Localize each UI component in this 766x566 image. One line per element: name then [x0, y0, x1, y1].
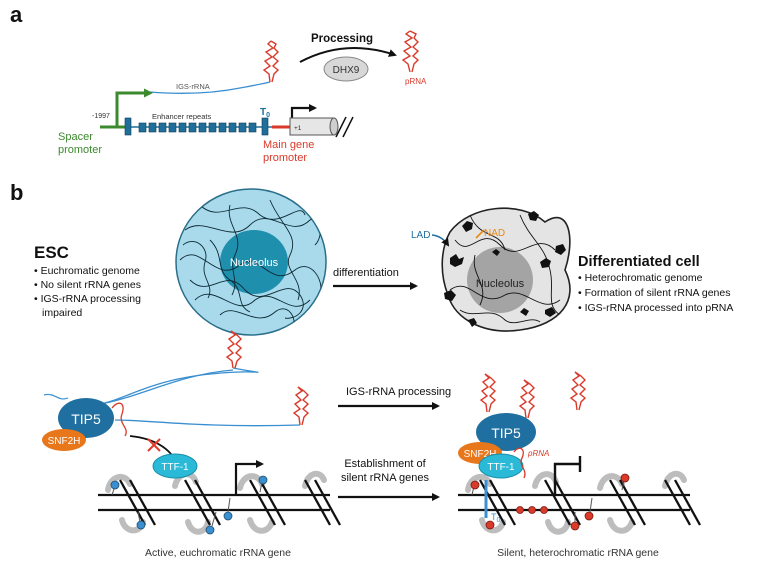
nad-label: NAD	[484, 228, 505, 239]
active-tss-arrow	[234, 460, 264, 495]
dhx9-protein	[323, 56, 369, 82]
silent-chromatin-fiber	[458, 470, 702, 535]
dhx9-label: DHX9	[333, 65, 360, 76]
main-promoter-label-2: promoter	[263, 152, 307, 164]
igs-hairpin-b1	[225, 330, 243, 369]
igs-transcript-1	[94, 367, 259, 406]
prna-on-tip5-right	[513, 447, 526, 479]
tip5-label-left: TIP5	[71, 411, 101, 427]
prna-product-1	[479, 373, 497, 413]
establish-label-2: silent rRNA genes	[341, 472, 430, 484]
panel-a-label: a	[10, 2, 23, 27]
tip5-protein-left	[58, 398, 114, 438]
active-histone-marks	[110, 475, 268, 535]
panel-b-label: b	[10, 180, 23, 205]
nad-arrow	[475, 229, 485, 239]
spacer-promoter-label-1: Spacer	[58, 131, 93, 143]
igs-rrna-transcript	[149, 81, 271, 94]
prna-product-3	[569, 371, 587, 411]
lad-arrow	[431, 234, 450, 247]
enhancer-repeat-boxes	[124, 117, 269, 136]
igs-rrna-label: IGS-rRNA	[176, 82, 210, 91]
prna-label-a: pRNA	[405, 77, 427, 86]
break-mark-1	[335, 116, 347, 138]
igs-transcript-3	[94, 369, 234, 406]
enhancer-repeats-label: Enhancer repeats	[152, 112, 211, 121]
diff-item-1: • Heterochromatic genome	[578, 272, 703, 284]
esc-item-1: • Euchromatic genome	[34, 265, 140, 277]
esc-item-4: impaired	[42, 307, 82, 319]
establish-label-1: Establishment of	[344, 458, 426, 470]
snf2h-label-left: SNF2H	[48, 436, 81, 447]
gene-body-end	[329, 117, 339, 136]
heterochromatin-blobs	[444, 211, 566, 327]
blocked-x-mark	[147, 438, 161, 452]
esc-chromatin-fibers	[179, 199, 322, 331]
silent-gene-caption: Silent, heterochromatic rRNA gene	[497, 547, 659, 559]
ttf1-label-left: TTF-1	[161, 462, 189, 473]
tip5-bound-rna	[43, 393, 69, 400]
differentiation-label: differentiation	[333, 267, 399, 279]
active-gene-caption: Active, euchromatic rRNA gene	[145, 547, 291, 559]
processing-label: Processing	[311, 33, 373, 45]
snf2h-protein-left	[42, 429, 86, 451]
processing-arrow	[299, 47, 397, 63]
igs-transcript-2	[114, 419, 301, 427]
esc-title: ESC	[34, 243, 69, 262]
diff-title: Differentiated cell	[578, 254, 700, 270]
tip5-label-right: TIP5	[491, 425, 521, 441]
t0-label-b: T0	[491, 512, 501, 524]
t0-label-a: T0	[260, 107, 270, 119]
silent-tss-block	[553, 462, 580, 495]
break-mark-2	[342, 116, 354, 138]
esc-item-3: • IGS-rRNA processing	[34, 293, 141, 305]
igs-processing-label: IGS-rRNA processing	[346, 386, 451, 398]
prna-on-tip5-left	[111, 402, 127, 437]
prna-label-b: pRNA	[527, 449, 549, 458]
esc-item-2: • No silent rRNA genes	[34, 279, 141, 291]
active-chromatin-fiber	[98, 470, 342, 535]
igs-hairpin-a	[262, 40, 280, 83]
esc-nucleolus-label: Nucleolus	[230, 257, 279, 269]
plus1-label: +1	[294, 125, 302, 132]
lad-label: LAD	[411, 230, 430, 241]
spacer-promoter-arrow	[115, 88, 153, 127]
ttf1-label-right: TTF-1	[487, 462, 515, 473]
diff-item-3: • IGS-rRNA processed into pRNA	[578, 302, 733, 314]
ttf1-protein-left	[152, 453, 198, 479]
spacer-promoter-label-2: promoter	[58, 144, 102, 156]
prna-hairpin-a	[401, 30, 420, 73]
ttf1-protein-right	[478, 453, 524, 479]
diff-nucleolus-label: Nucleolus	[476, 278, 525, 290]
position-1997: -1997	[92, 113, 110, 120]
diff-chromatin-fibers	[449, 214, 561, 324]
main-promoter-label-1: Main gene	[263, 139, 314, 151]
diff-item-2: • Formation of silent rRNA genes	[578, 287, 731, 299]
snf2h-label-right: SNF2H	[464, 449, 497, 460]
silent-histone-marks	[470, 473, 630, 531]
prna-product-2	[518, 379, 536, 419]
igs-hairpin-b2	[292, 386, 310, 426]
tip5-protein-right	[476, 413, 536, 451]
